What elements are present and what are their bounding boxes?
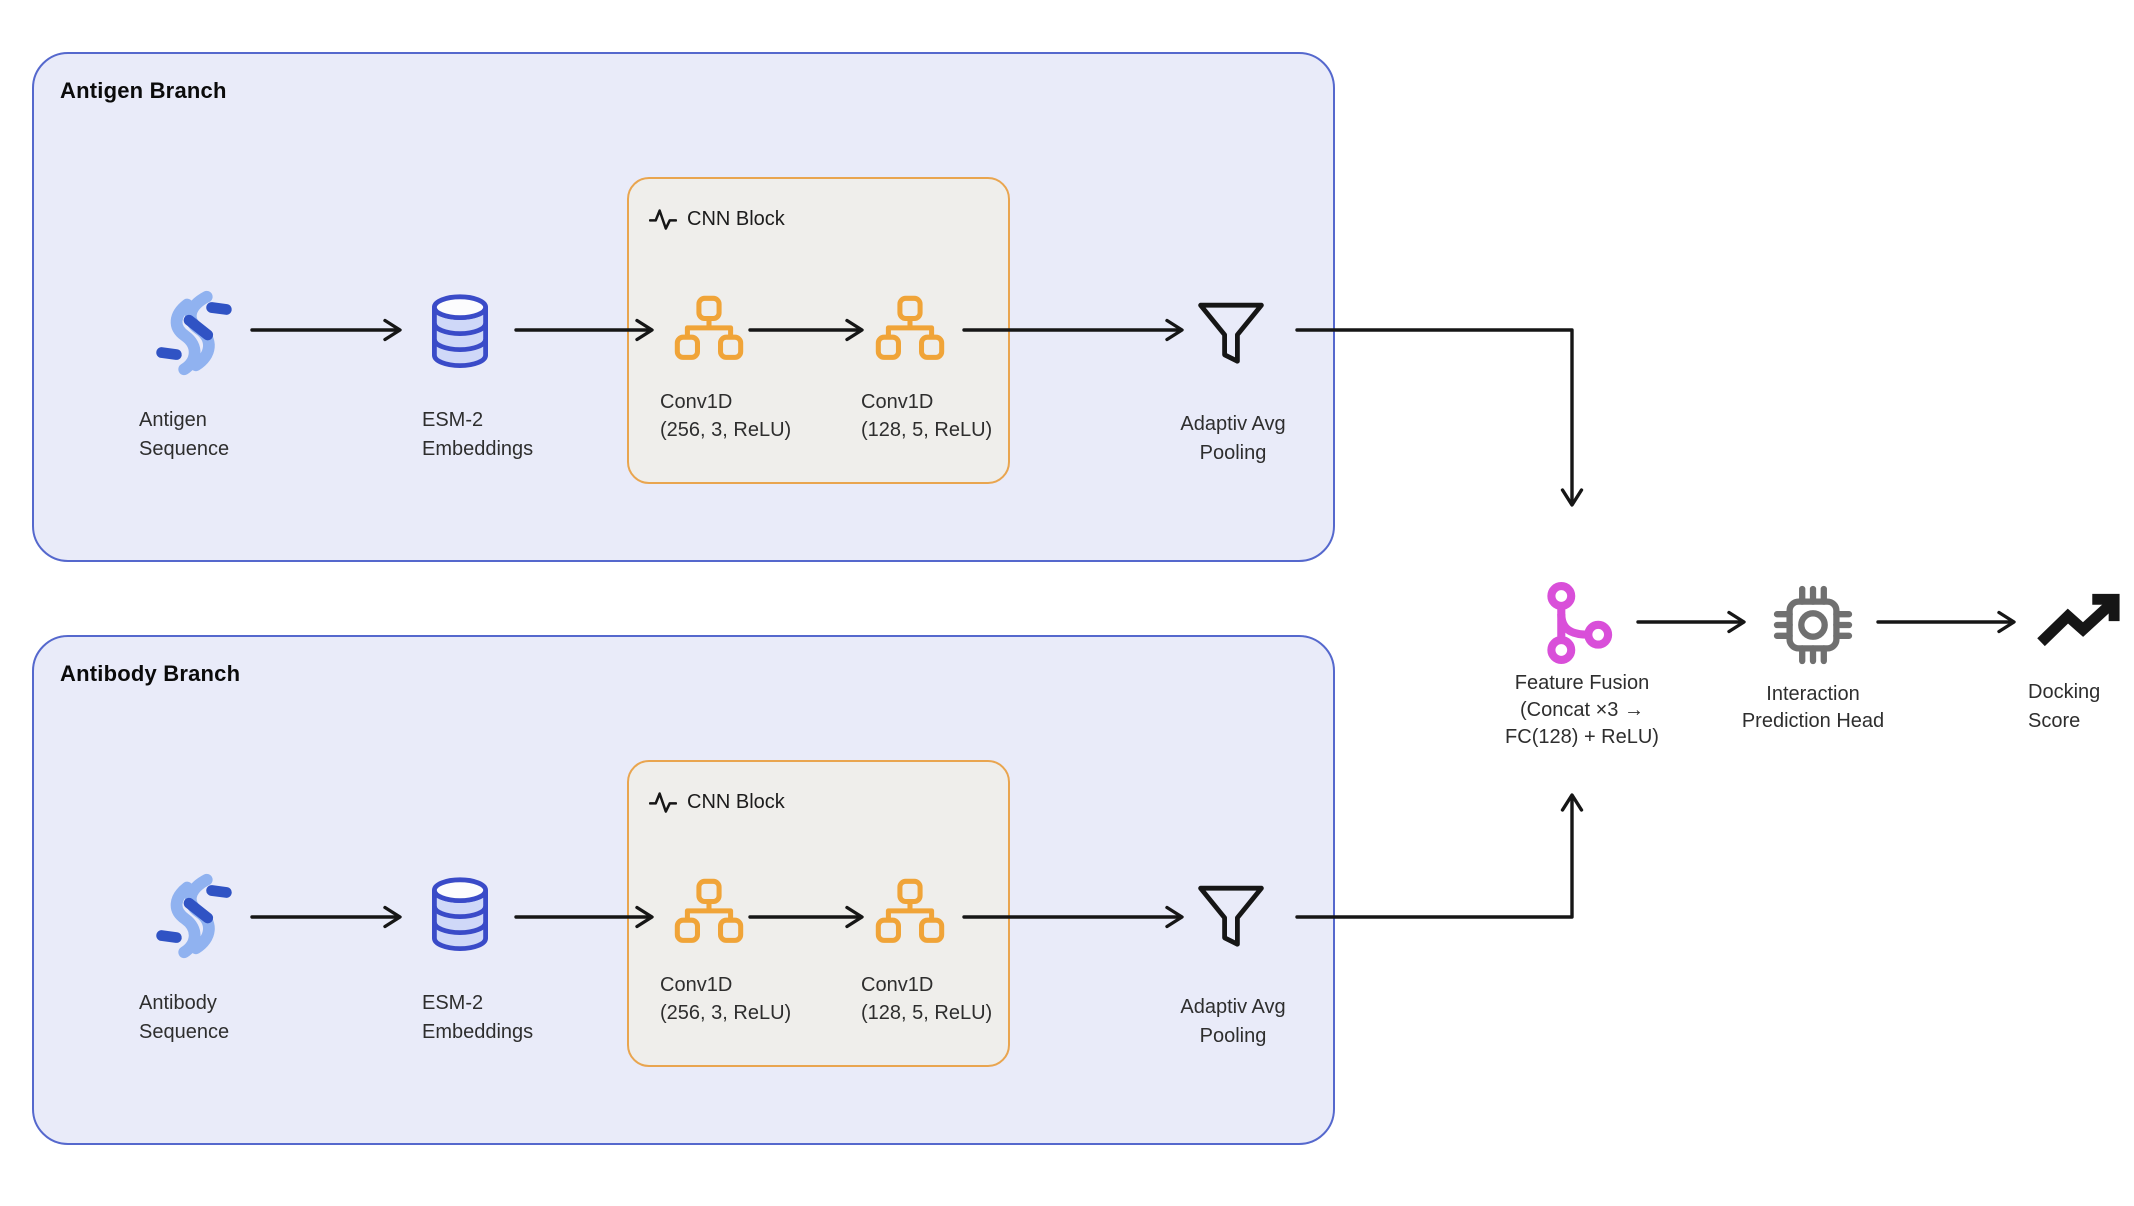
cnn-block-header: CNN Block — [649, 788, 785, 816]
pool-line2: Pooling — [1199, 1025, 1267, 1047]
cnn-block-box: CNN Block Conv1D (256, 3, ReLU) Conv1D (… — [627, 177, 1010, 484]
pool-line1: Adaptiv Avg — [1180, 996, 1286, 1018]
esm-embeddings-label: ESM-2 Embeddings — [422, 989, 533, 1047]
cnn-block-label: CNN Block — [687, 207, 785, 230]
docking-score-label: Docking Score — [2028, 678, 2100, 736]
feature-fusion-label: Feature Fusion (Concat ×3 → FC(128) + Re… — [1462, 670, 1702, 751]
adaptive-avg-pooling-label: Adaptiv Avg Pooling — [1133, 993, 1333, 1051]
score-line1: Docking — [2028, 681, 2101, 703]
conv1-label: Conv1D (256, 3, ReLU) — [660, 388, 791, 444]
head-line1: Interaction — [1766, 683, 1860, 705]
conv1-line1: Conv1D — [660, 974, 733, 996]
antibody-sequence-line1: Antibody — [139, 992, 217, 1014]
esm-line1: ESM-2 — [422, 409, 484, 431]
conv-layer-icon — [673, 877, 745, 949]
pool-line2: Pooling — [1199, 442, 1267, 464]
antigen-sequence-label: Antigen Sequence — [139, 406, 229, 464]
antigen-sequence-line2: Sequence — [139, 438, 230, 460]
head-line2: Prediction Head — [1741, 710, 1885, 732]
arrowhead — [1560, 793, 1584, 812]
interaction-prediction-head-label: Interaction Prediction Head — [1693, 681, 1933, 735]
conv2-label: Conv1D (128, 5, ReLU) — [861, 388, 992, 444]
cnn-block-label: CNN Block — [687, 790, 785, 813]
conv1-label: Conv1D (256, 3, ReLU) — [660, 971, 791, 1027]
esm-line2: Embeddings — [422, 438, 534, 460]
conv1-line2: (256, 3, ReLU) — [660, 1002, 792, 1024]
dna-icon — [145, 866, 243, 964]
connector-line — [1295, 795, 1574, 919]
arrowhead — [1560, 488, 1584, 507]
antibody-branch-box: Antibody Branch Antibody Sequence ESM-2 … — [32, 635, 1335, 1145]
cnn-block-header: CNN Block — [649, 205, 785, 233]
antibody-branch-title: Antibody Branch — [60, 661, 241, 686]
activity-icon — [649, 205, 677, 233]
conv-layer-icon — [673, 294, 745, 366]
cnn-block-box: CNN Block Conv1D (256, 3, ReLU) Conv1D (… — [627, 760, 1010, 1067]
score-line2: Score — [2028, 710, 2081, 732]
antibody-sequence-line2: Sequence — [139, 1021, 230, 1043]
conv-layer-icon — [874, 877, 946, 949]
connector-line — [1295, 328, 1574, 505]
esm-embeddings-label: ESM-2 Embeddings — [422, 406, 533, 464]
funnel-icon — [1191, 294, 1271, 374]
git-merge-icon — [1537, 578, 1627, 668]
fusion-line2: (Concat ×3 → — [1520, 699, 1644, 721]
conv2-label: Conv1D (128, 5, ReLU) — [861, 971, 992, 1027]
conv2-line2: (128, 5, ReLU) — [861, 1002, 993, 1024]
conv1-line2: (256, 3, ReLU) — [660, 419, 792, 441]
dna-icon — [145, 283, 243, 381]
esm-line1: ESM-2 — [422, 992, 484, 1014]
fusion-line3: FC(128) + ReLU) — [1505, 726, 1659, 748]
conv2-line2: (128, 5, ReLU) — [861, 419, 993, 441]
conv-layer-icon — [874, 294, 946, 366]
conv2-line1: Conv1D — [861, 974, 934, 996]
funnel-icon — [1191, 877, 1271, 957]
trending-up-icon — [2036, 580, 2120, 664]
conv2-line1: Conv1D — [861, 391, 934, 413]
database-icon — [420, 288, 500, 376]
antigen-branch-box: Antigen Branch Antigen Sequence ESM-2 Em… — [32, 52, 1335, 562]
pool-line1: Adaptiv Avg — [1180, 413, 1286, 435]
arrowhead — [1997, 610, 2016, 634]
conv1-line1: Conv1D — [660, 391, 733, 413]
antigen-branch-title: Antigen Branch — [60, 78, 227, 103]
activity-icon — [649, 788, 677, 816]
database-icon — [420, 871, 500, 959]
antibody-sequence-label: Antibody Sequence — [139, 989, 229, 1047]
adaptive-avg-pooling-label: Adaptiv Avg Pooling — [1133, 410, 1333, 468]
antigen-sequence-line1: Antigen — [139, 409, 207, 431]
fusion-line1: Feature Fusion — [1514, 672, 1650, 694]
arrowhead — [1727, 610, 1746, 634]
cpu-chip-icon — [1768, 580, 1858, 670]
esm-line2: Embeddings — [422, 1021, 534, 1043]
